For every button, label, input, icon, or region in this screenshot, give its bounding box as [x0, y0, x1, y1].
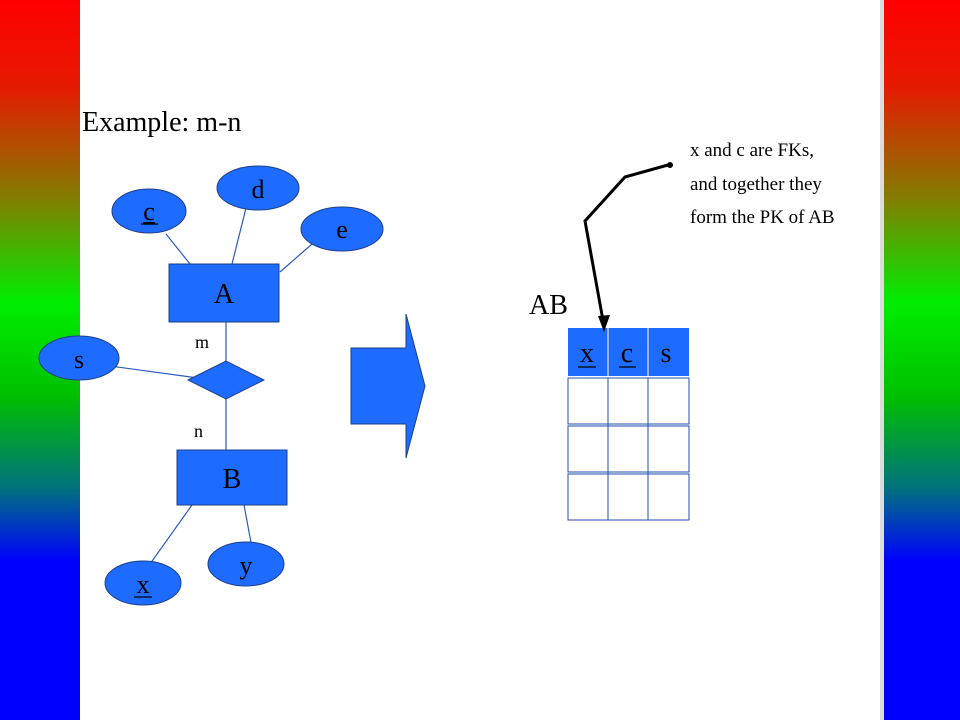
- column-header-s: s: [661, 338, 672, 369]
- attribute-s-label: s: [74, 345, 84, 374]
- column-header-x: x: [580, 338, 594, 369]
- entity-a[interactable]: A: [168, 263, 280, 323]
- attribute-x[interactable]: x: [104, 560, 182, 606]
- note-line-3: form the PK of AB: [690, 207, 835, 228]
- table-ab: x c s: [567, 328, 690, 521]
- attribute-x-label: x: [137, 570, 150, 599]
- er-connectors: [87, 207, 313, 565]
- annotation-arrow: [583, 162, 673, 332]
- cardinality-m: m: [195, 332, 209, 352]
- entity-b-label: B: [223, 464, 242, 495]
- attribute-d-label: d: [252, 175, 265, 204]
- table-header-bg: [568, 328, 689, 376]
- attribute-y[interactable]: y: [207, 541, 285, 587]
- attribute-c[interactable]: c: [111, 188, 187, 234]
- relationship-diamond[interactable]: [186, 360, 266, 400]
- attribute-e[interactable]: e: [300, 206, 384, 252]
- annotation-note: x and c are FKs, and together they form …: [690, 140, 835, 228]
- attribute-s[interactable]: s: [38, 335, 120, 381]
- table-ab-name: AB: [529, 290, 568, 321]
- note-line-2: and together they: [690, 174, 822, 195]
- attribute-e-label: e: [336, 215, 348, 244]
- right-gradient-bar: [880, 0, 960, 720]
- note-line-1: x and c are FKs,: [690, 140, 814, 161]
- entity-b[interactable]: B: [176, 449, 288, 506]
- attribute-d[interactable]: d: [216, 165, 300, 211]
- cardinality-n: n: [194, 421, 203, 441]
- attribute-c-label: c: [143, 197, 155, 226]
- table-body-grid: [567, 377, 690, 521]
- block-arrow: [350, 313, 426, 459]
- attribute-y-label: y: [240, 551, 253, 580]
- slide-title: Example: m-n: [82, 107, 241, 138]
- entity-a-label: A: [214, 279, 235, 310]
- column-header-c: c: [621, 338, 633, 369]
